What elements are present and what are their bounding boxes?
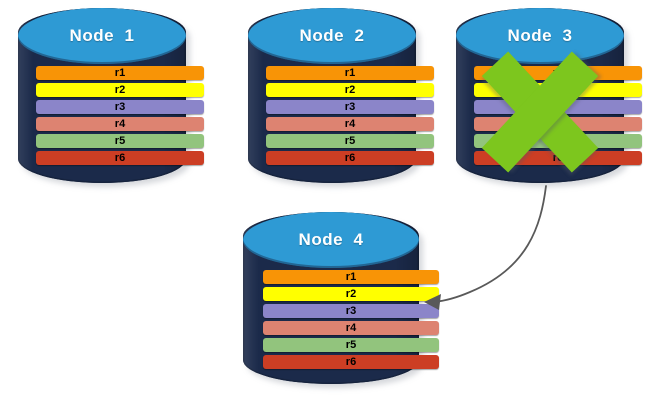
record-label: r3 [345,304,357,317]
record-bar[interactable]: r2 [263,287,439,301]
node-2-top-disc [248,8,416,64]
record-label: r6 [345,355,357,368]
record-bar[interactable]: r5 [474,134,642,148]
record-label: r4 [114,117,126,130]
node-1-records: r1 r2 r3 r4 r5 r6 [18,66,222,165]
node-3-label: Node 3 [507,26,573,45]
record-label: r5 [344,134,356,147]
node-4[interactable]: Node 4 r1 r2 r3 r4 r5 r6 [243,212,439,388]
record-bar[interactable]: r3 [266,100,434,114]
node-4-top-disc [243,212,419,268]
record-bar[interactable]: r1 [266,66,434,80]
record-bar[interactable]: r4 [36,117,204,131]
node-3[interactable]: Node 3 r1 r2 r3 r4 r5 r6 [456,8,642,187]
record-label: r5 [552,134,564,147]
record-label: r4 [344,117,356,130]
record-bar[interactable]: r2 [266,83,434,97]
node-4-records: r1 r2 r3 r4 r5 r6 [243,270,459,369]
record-bar[interactable]: r2 [474,83,642,97]
record-bar[interactable]: r6 [474,151,642,165]
record-label: r2 [345,287,357,300]
record-label: r4 [552,117,564,130]
record-bar[interactable]: r1 [263,270,439,284]
node-4-label: Node 4 [298,230,364,249]
record-bar[interactable]: r4 [474,117,642,131]
record-label: r3 [552,100,564,113]
record-label: r1 [114,66,126,79]
record-bar[interactable]: r5 [36,134,204,148]
node-2[interactable]: Node 2 r1 r2 r3 r4 r5 r6 [248,8,434,187]
record-bar[interactable]: r1 [36,66,204,80]
record-bar[interactable]: r2 [36,83,204,97]
record-bar[interactable]: r6 [263,355,439,369]
record-bar[interactable]: r6 [36,151,204,165]
node-1-label: Node 1 [69,26,135,45]
record-bar[interactable]: r4 [263,321,439,335]
record-bar[interactable]: r5 [266,134,434,148]
record-label: r1 [344,66,356,79]
node-2-records: r1 r2 r3 r4 r5 r6 [248,66,452,165]
record-bar[interactable]: r3 [36,100,204,114]
node-3-records: r1 r2 r3 r4 r5 r6 [456,66,646,165]
record-label: r3 [114,100,126,113]
record-label: r6 [552,151,564,164]
record-label: r3 [344,100,356,113]
record-label: r2 [552,83,564,96]
record-label: r5 [114,134,126,147]
node-1[interactable]: Node 1 r1 r2 r3 r4 r5 r6 [18,8,204,187]
record-label: r6 [114,151,126,164]
record-label: r1 [345,270,357,283]
record-bar[interactable]: r6 [266,151,434,165]
record-label: r2 [344,83,356,96]
record-label: r1 [552,66,564,79]
record-label: r6 [344,151,356,164]
record-bar[interactable]: r3 [263,304,439,318]
node-2-label: Node 2 [299,26,365,45]
record-bar[interactable]: r5 [263,338,439,352]
record-label: r5 [345,338,357,351]
record-bar[interactable]: r3 [474,100,642,114]
record-bar[interactable]: r4 [266,117,434,131]
record-label: r2 [114,83,126,96]
record-label: r4 [345,321,357,334]
node-1-top-disc [18,8,186,64]
record-bar[interactable]: r1 [474,66,642,80]
